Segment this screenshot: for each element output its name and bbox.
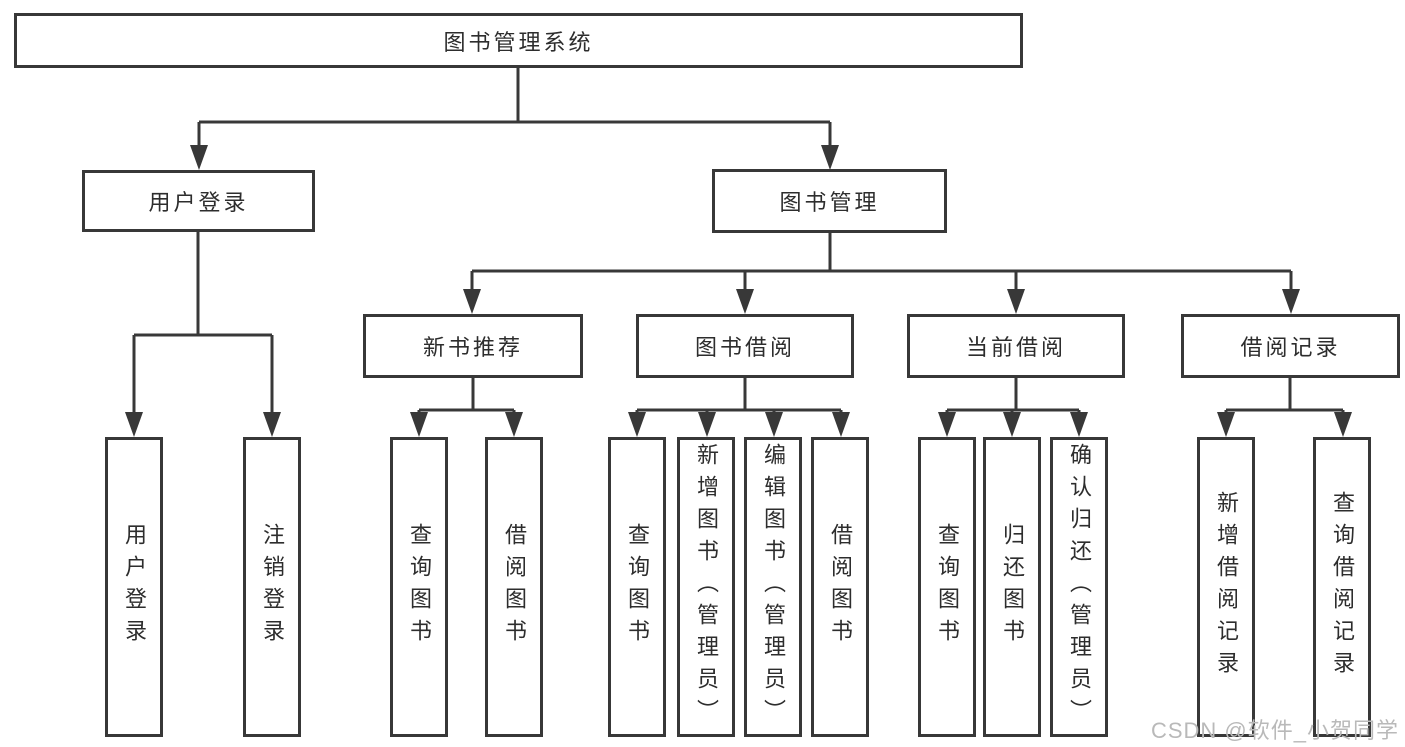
- node-borrow-records: 借阅记录: [1181, 314, 1400, 378]
- node-root-system: 图书管理系统: [14, 13, 1023, 68]
- leaf-borrow-book-label: 借阅图书: [828, 523, 853, 651]
- leaf-logout: 注销登录: [243, 437, 301, 737]
- leaf-user-login: 用户登录: [105, 437, 163, 737]
- node-new-book-recommend: 新书推荐: [363, 314, 583, 378]
- leaf-query-borrow-record-label: 查询借阅记录: [1330, 491, 1355, 683]
- node-new-book-recommend-label: 新书推荐: [422, 335, 523, 360]
- node-current-borrow-label: 当前借阅: [965, 335, 1066, 360]
- leaf-edit-book-admin: 编辑图书（管理员）: [744, 437, 802, 737]
- node-user-login-label: 用户登录: [148, 190, 249, 215]
- node-borrow-records-label: 借阅记录: [1240, 335, 1341, 360]
- leaf-query-book-current: 查询图书: [918, 437, 976, 737]
- tree-edges: [132, 68, 1345, 414]
- node-book-borrow: 图书借阅: [636, 314, 854, 378]
- node-current-borrow: 当前借阅: [907, 314, 1125, 378]
- leaf-borrow-book-recommend: 借阅图书: [485, 437, 543, 737]
- arrowheads: [125, 145, 1352, 437]
- node-book-management-label: 图书管理: [779, 190, 880, 215]
- leaf-query-book-current-label: 查询图书: [935, 523, 960, 651]
- leaf-logout-label: 注销登录: [260, 523, 285, 651]
- leaf-return-book-label: 归还图书: [1000, 523, 1025, 651]
- leaf-edit-book-admin-label: 编辑图书（管理员）: [761, 443, 786, 731]
- leaf-add-borrow-record-label: 新增借阅记录: [1214, 491, 1239, 683]
- node-book-management: 图书管理: [712, 169, 947, 233]
- leaf-query-book-recommend: 查询图书: [390, 437, 448, 737]
- leaf-return-book: 归还图书: [983, 437, 1041, 737]
- csdn-watermark: CSDN @软件_小贺同学: [1150, 718, 1399, 743]
- node-root-label: 图书管理系统: [443, 29, 594, 55]
- leaf-confirm-return-admin-label: 确认归还（管理员）: [1067, 443, 1092, 731]
- leaf-query-borrow-record: 查询借阅记录: [1313, 437, 1371, 737]
- leaf-user-login-label: 用户登录: [122, 523, 147, 651]
- leaf-add-borrow-record: 新增借阅记录: [1197, 437, 1255, 737]
- leaf-add-book-admin-label: 新增图书（管理员）: [694, 443, 719, 731]
- leaf-confirm-return-admin: 确认归还（管理员）: [1050, 437, 1108, 737]
- node-book-borrow-label: 图书借阅: [694, 335, 795, 360]
- leaf-add-book-admin: 新增图书（管理员）: [677, 437, 735, 737]
- leaf-query-book-borrow-label: 查询图书: [625, 523, 650, 651]
- leaf-query-book-recommend-label: 查询图书: [407, 523, 432, 651]
- leaf-borrow-book-recommend-label: 借阅图书: [502, 523, 527, 651]
- leaf-query-book-borrow: 查询图书: [608, 437, 666, 737]
- node-user-login: 用户登录: [82, 170, 315, 232]
- leaf-borrow-book: 借阅图书: [811, 437, 869, 737]
